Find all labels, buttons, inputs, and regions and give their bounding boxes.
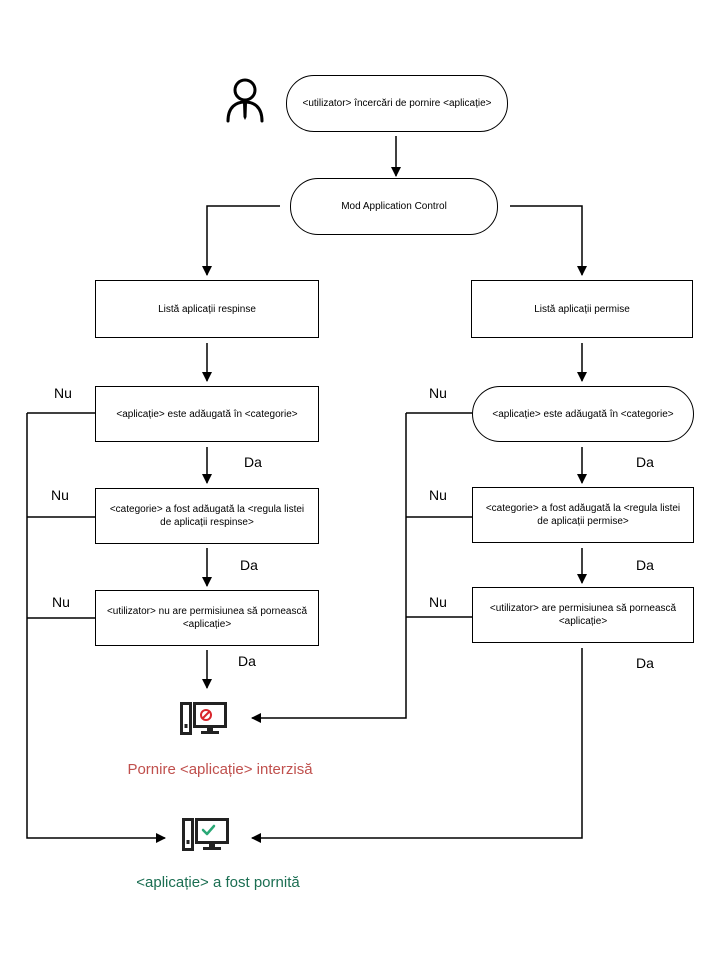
label-no-left-1: Nu [54,385,72,401]
label-yes-right-3: Da [636,655,654,671]
label-no-left-3: Nu [52,594,70,610]
right-q2-box: <categorie> a fost adăugată la <regula l… [472,487,694,543]
arrow-mode-to-denied-list [202,205,280,276]
label-no-right-2: Nu [429,487,447,503]
mode-node-text: Mod Application Control [341,201,447,212]
right-q2-text: <categorie> a fost adăugată la <regula l… [485,503,681,527]
arrow-right-rail-to-denied [251,413,407,723]
computer-blocked-icon [180,702,227,735]
label-yes-left-1: Da [244,454,262,470]
start-node: <utilizator> încercări de pornire <aplic… [286,75,508,132]
arrow-left-rail-to-allowed [26,413,166,843]
left-q2-text: <categorie> a fost adăugată la <regula l… [109,504,305,528]
result-denied-text: Pornire <aplicație> interzisă [127,761,313,778]
left-q1-text: <aplicație> este adăugată în <categorie> [116,408,298,420]
denied-list-text: Listă aplicații respinse [158,303,256,315]
mode-node: Mod Application Control [290,178,498,235]
left-q3-text: <utilizator> nu are permisiunea să porne… [106,606,308,630]
left-q1-box: <aplicație> este adăugată în <categorie> [95,386,319,442]
label-no-left-2: Nu [51,487,69,503]
allowed-list-box: Listă aplicații permise [471,280,693,338]
arrow-right-q3-to-allowed [251,648,583,843]
label-yes-right-2: Da [636,557,654,573]
right-q1-box: <aplicație> este adăugată în <categorie> [472,386,694,442]
right-q3-box: <utilizator> are permisiunea să porneasc… [472,587,694,643]
label-yes-right-1: Da [636,454,654,470]
right-q3-text: <utilizator> are permisiunea să porneasc… [489,603,677,627]
computer-allowed-icon [182,818,229,851]
label-no-right-1: Nu [429,385,447,401]
start-node-text: <utilizator> încercări de pornire <aplic… [302,98,492,109]
left-q3-box: <utilizator> nu are permisiunea să porne… [95,590,319,646]
denied-list-box: Listă aplicații respinse [95,280,319,338]
result-allowed-text: <aplicație> a fost pornită [136,874,300,891]
user-icon [226,78,264,123]
label-yes-left-2: Da [240,557,258,573]
allowed-list-text: Listă aplicații permise [534,303,630,315]
arrow-mode-to-allowed-list [510,205,587,276]
right-q1-text: <aplicație> este adăugată în <categorie> [492,408,674,420]
left-q2-box: <categorie> a fost adăugată la <regula l… [95,488,319,544]
label-no-right-3: Nu [429,594,447,610]
label-yes-left-3: Da [238,653,256,669]
